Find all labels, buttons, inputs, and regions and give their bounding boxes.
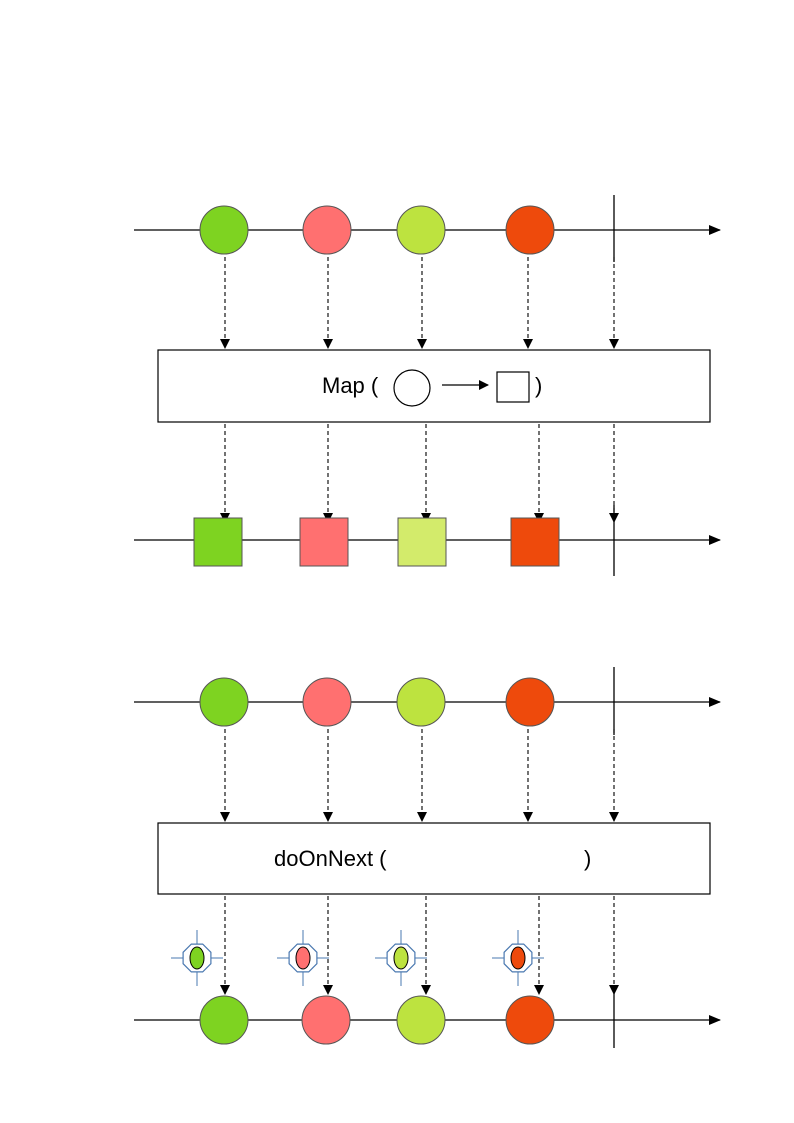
doonnext-output-marbles	[199, 995, 555, 1045]
map-operator-box	[157, 349, 711, 423]
inspect-icon-lime	[375, 930, 427, 986]
doonnext-output-marble-orange	[505, 995, 555, 1045]
doonnext-operator-label: doOnNext (	[274, 846, 387, 871]
map-input-marble-pink	[302, 205, 352, 255]
map-diagram: Map ( )	[134, 195, 721, 576]
doonnext-diagram: doOnNext ( )	[134, 667, 721, 1048]
doonnext-side-effect-icons	[171, 930, 544, 986]
inspect-icon-orange	[492, 930, 544, 986]
map-input-arrows	[220, 257, 619, 349]
map-output-marbles	[193, 517, 560, 567]
map-circle-icon	[393, 369, 431, 407]
inspect-icon-green	[171, 930, 223, 986]
doonnext-output-marble-green	[199, 995, 249, 1045]
map-output-square-pink	[299, 517, 349, 567]
map-output-square-pale_lime	[397, 517, 447, 567]
doonnext-input-arrows	[220, 729, 619, 822]
map-output-arrows	[220, 424, 619, 523]
map-output-square-orange	[510, 517, 560, 567]
doonnext-input-marble-orange	[505, 677, 555, 727]
doonnext-input-marble-pink	[302, 677, 352, 727]
inspect-icon-pink	[277, 930, 329, 986]
doonnext-input-marbles	[199, 677, 555, 727]
doonnext-operator-box	[157, 822, 711, 895]
doonnext-output-marble-lime	[396, 995, 446, 1045]
map-input-marble-orange	[505, 205, 555, 255]
map-operator-label: Map (	[322, 373, 379, 398]
map-input-marble-lime	[396, 205, 446, 255]
doonnext-output-marble-pink	[301, 995, 351, 1045]
map-input-marble-green	[199, 205, 249, 255]
doonnext-operator-close: )	[584, 846, 591, 871]
map-operator-close: )	[535, 373, 542, 398]
doonnext-input-marble-lime	[396, 677, 446, 727]
map-input-marbles	[199, 205, 555, 255]
map-square-icon	[496, 371, 530, 403]
map-output-square-green	[193, 517, 243, 567]
doonnext-input-marble-green	[199, 677, 249, 727]
doonnext-output-arrows	[220, 896, 619, 995]
